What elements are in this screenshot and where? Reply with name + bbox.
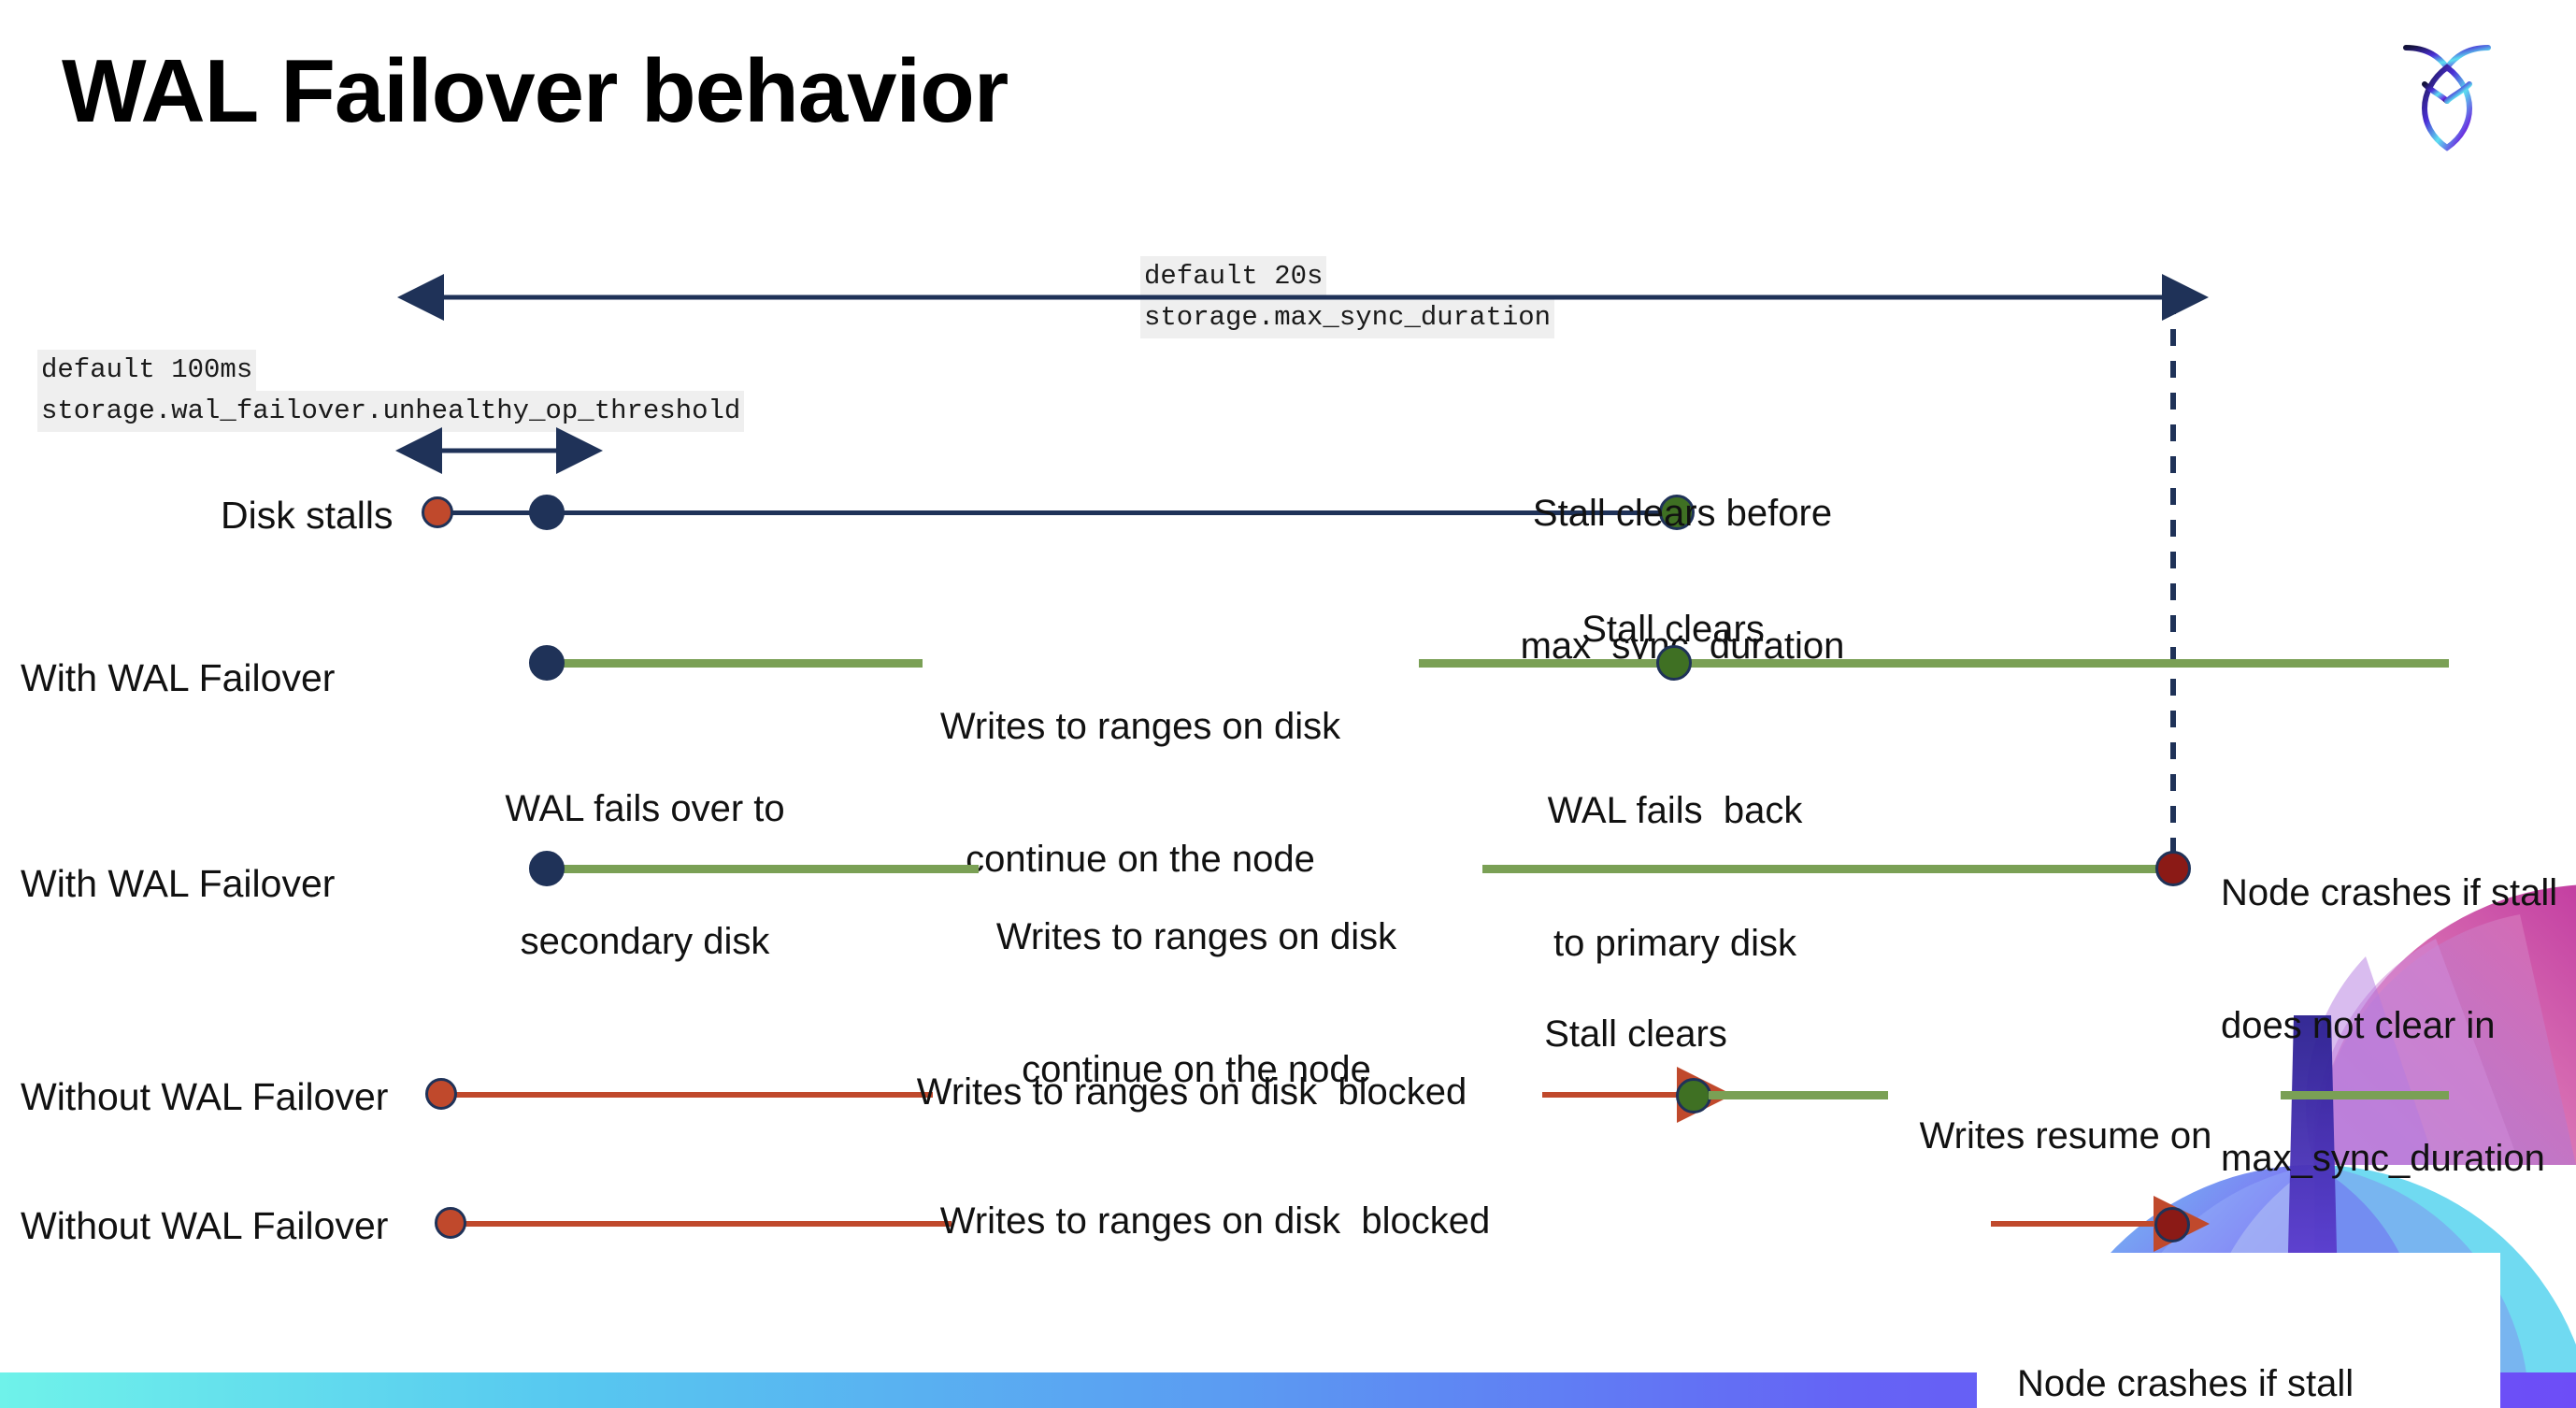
row2-note-failover-line1: WAL fails over to: [505, 788, 785, 830]
chip-storage-wal-failover-unhealthy-op-threshold: storage.wal_failover.unhealthy_op_thresh…: [37, 391, 745, 433]
row2-note-writes-line2: continue on the node: [966, 838, 1315, 880]
row2-timeline-segment-left: [544, 659, 923, 668]
row2-note-failover-line2: secondary disk: [520, 920, 770, 962]
row2-stall-clear-dot: [1656, 645, 1692, 681]
chip-default-20s: default 20s: [1140, 256, 1327, 298]
row5-note-node-crashes: Node crashes if stall does not clear in …: [2017, 1270, 2447, 1408]
row2-note-wal-fails-over: WAL fails over to secondary disk: [465, 699, 824, 1053]
row3-note-writes-line1: Writes to ranges on disk: [995, 916, 1397, 958]
row2-timeline-segment-right: [1419, 659, 2449, 668]
row5-blocked-line-left: [456, 1221, 952, 1227]
row3-note-crash-line1: Node crashes if stall: [2221, 872, 2558, 914]
row4-note-resume-line1: Writes resume on: [1919, 1115, 2212, 1157]
row2-note-failback-line1: WAL fails back: [1547, 790, 1803, 832]
row1-stall-clear-dot: [1659, 495, 1695, 530]
row1-stall-start-dot: [422, 496, 453, 528]
row5-note-writes-blocked: Writes to ranges on disk blocked: [939, 1200, 1491, 1242]
row-label-disk-stalls: Disk stalls: [221, 494, 394, 537]
row3-node-crash-dot: [2155, 851, 2191, 886]
row4-note-writes-blocked: Writes to ranges on disk blocked: [916, 1071, 1467, 1113]
row5-stall-start-dot: [435, 1207, 466, 1239]
row3-timeline-segment-left: [544, 865, 979, 873]
chip-storage-max-sync-duration: storage.max_sync_duration: [1140, 297, 1555, 339]
row-label-with-wal-failover-1: With WAL Failover: [21, 656, 336, 699]
row4-stall-clear-dot: [1676, 1078, 1711, 1113]
row1-timeline-line: [437, 510, 1681, 515]
row2-note-writes-line1: Writes to ranges on disk: [939, 706, 1341, 748]
row2-note-wal-fails-back: WAL fails back to primary disk: [1496, 701, 1854, 1055]
row2-note-stall-clears: Stall clears: [1581, 609, 1765, 650]
row2-note-failback-line2: to primary disk: [1553, 922, 1797, 964]
row-label-without-wal-failover-1: Without WAL Failover: [21, 1075, 389, 1118]
row3-note-writes-line2: continue on the node: [1022, 1048, 1371, 1090]
row3-note-writes-continue: Writes to ranges on disk continue on the…: [991, 827, 1402, 1181]
cockroach-labs-logo-icon: [2391, 34, 2503, 155]
row2-note-writes-continue: Writes to ranges on disk continue on the…: [935, 617, 1346, 970]
row-label-without-wal-failover-2: Without WAL Failover: [21, 1204, 389, 1247]
row3-timeline-segment-right: [1482, 865, 2174, 873]
row1-failover-trigger-dot: [529, 495, 565, 530]
row3-note-node-crashes: Node crashes if stall does not clear in …: [2221, 783, 2576, 1269]
row4-stall-start-dot: [425, 1078, 457, 1110]
row4-blocked-line: [447, 1092, 933, 1098]
row2-failover-dot: [529, 645, 565, 681]
row1-note-line1: Stall clears before: [1532, 493, 1833, 535]
page-title: WAL Failover behavior: [62, 41, 1009, 141]
row4-resume-line: [1709, 1091, 1888, 1099]
row4-note-stall-clears: Stall clears: [1544, 1013, 1727, 1055]
chip-default-100ms: default 100ms: [37, 350, 257, 392]
row3-note-crash-line3: max_sync_duration: [2221, 1137, 2545, 1179]
row4-resume-line-right: [2281, 1091, 2449, 1099]
row5-note-crash-line1: Node crashes if stall: [2017, 1362, 2354, 1404]
row5-crash-callout-box: [1977, 1253, 2500, 1408]
row3-failover-dot: [529, 851, 565, 886]
row3-note-crash-line2: does not clear in: [2221, 1004, 2496, 1046]
row5-node-crash-dot: [2154, 1207, 2190, 1243]
row-label-with-wal-failover-2: With WAL Failover: [21, 862, 336, 905]
